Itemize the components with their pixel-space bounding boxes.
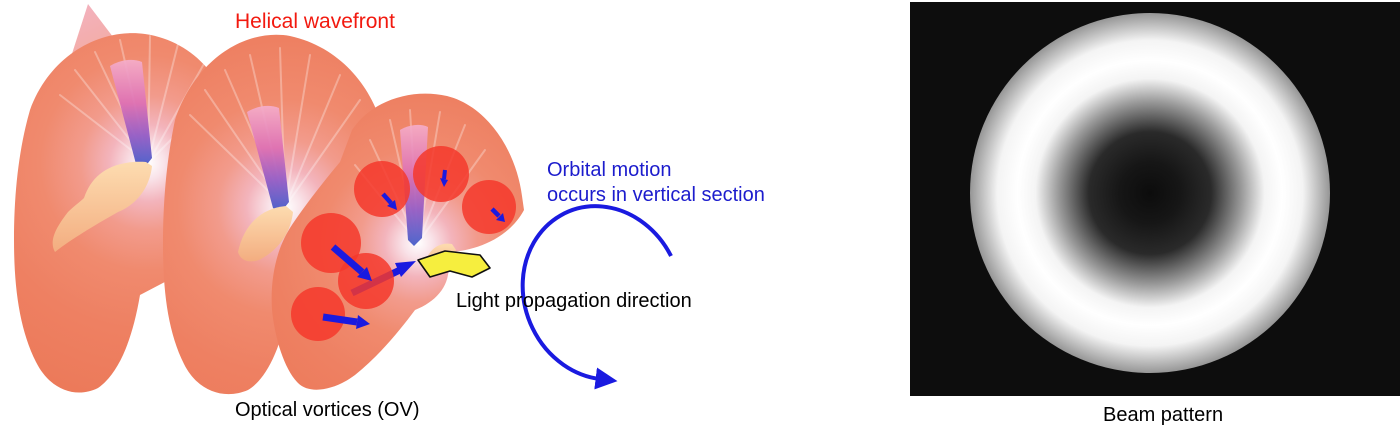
- vortex-motion-arrowhead-icon: [496, 213, 505, 222]
- propagation-arrow-icon: [417, 250, 491, 278]
- vortex-motion-arrowhead-icon: [440, 178, 448, 187]
- optical-vortex-circle: [354, 161, 410, 217]
- helix-saddle-2: [238, 206, 293, 262]
- helix-turn-2: [163, 34, 387, 395]
- beam-pattern-label: Beam pattern: [1103, 404, 1224, 426]
- optical-vortex-circle: [413, 146, 469, 202]
- helix-cusp-wedge-2: [247, 105, 289, 212]
- optical-vortices-label: Optical vortices (OV): [235, 399, 420, 421]
- vortex-motion-arrow-icon: [330, 244, 365, 275]
- helical-wavefront-figure: [14, 4, 673, 395]
- vortex-motion-arrow-icon: [381, 192, 393, 205]
- vortex-motion-arrow-icon: [322, 313, 358, 326]
- optical-vortex-circle: [291, 287, 345, 341]
- orbital-motion-line2: occurs in vertical section: [547, 184, 765, 206]
- vortex-motion-arrow-icon: [490, 207, 501, 218]
- vortex-motion-arrowhead-icon: [387, 200, 397, 210]
- helix-saddle-1: [52, 161, 152, 252]
- orbital-motion-ellipse-arrow-icon: [520, 204, 673, 390]
- helical-wavefront-label: Helical wavefront: [235, 10, 395, 33]
- beam-pattern-ring: [970, 13, 1330, 373]
- optical-vortex-circle: [462, 180, 516, 234]
- vortex-motion-arrowhead-icon: [356, 315, 370, 329]
- vortex-motion-arrow-icon: [442, 169, 447, 180]
- helix-cusp-wedge-1: [110, 59, 152, 169]
- beam-pattern-display: [910, 2, 1400, 396]
- light-propagation-label: Light propagation direction: [456, 290, 692, 312]
- vortex-motion-arrowhead-icon: [395, 261, 416, 277]
- orbital-motion-line1: Orbital motion: [547, 159, 672, 181]
- orbital-motion-label: Orbital motion occurs in vertical section: [547, 158, 765, 208]
- vortex-motion-arrowhead-icon: [357, 267, 372, 281]
- vortex-motion-arrows: [322, 169, 505, 329]
